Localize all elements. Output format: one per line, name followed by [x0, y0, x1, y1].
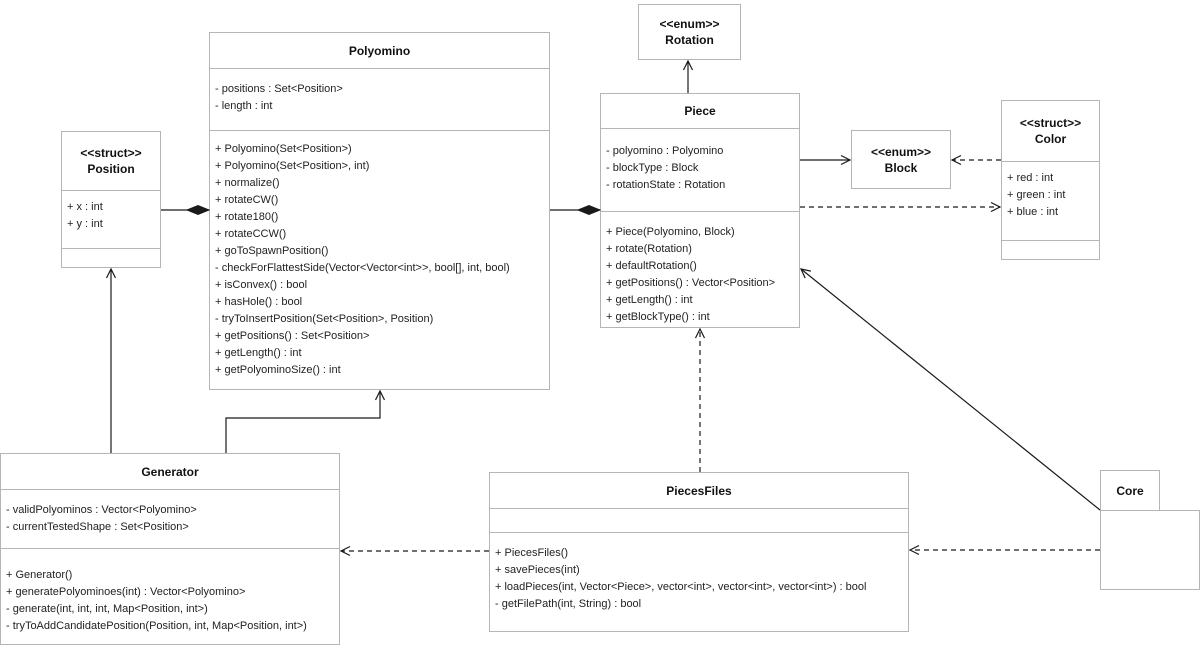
- class-name: Polyomino: [348, 43, 411, 58]
- method: + rotateCW(): [215, 194, 279, 206]
- attribute: + green : int: [1007, 189, 1066, 201]
- attribute: - validPolyominos : Vector<Polyomino>: [6, 504, 197, 516]
- class-header-generator: Generator: [1, 454, 339, 490]
- attributes-compartment: + x : int + y : int: [62, 191, 160, 249]
- edge-generator-to-polyomino: [225, 389, 386, 453]
- class-box-color[interactable]: <<struct>> Color + red : int + green : i…: [1001, 100, 1100, 260]
- methods-compartment: + Piece(Polyomino, Block) + rotate(Rotat…: [601, 212, 799, 326]
- method: + getPolyominoSize() : int: [215, 364, 341, 376]
- class-box-generator[interactable]: Generator - validPolyominos : Vector<Pol…: [0, 453, 340, 645]
- method: + rotate(Rotation): [606, 243, 692, 255]
- method: + getBlockType() : int: [606, 311, 710, 323]
- method: + Generator(): [6, 569, 73, 581]
- class-box-rotation[interactable]: <<enum>> Rotation: [638, 4, 741, 60]
- class-name: Rotation: [665, 33, 714, 47]
- class-box-piecesfiles[interactable]: PiecesFiles + PiecesFiles() + savePieces…: [489, 472, 909, 632]
- method: + getPositions() : Set<Position>: [215, 330, 370, 342]
- attribute: - rotationState : Rotation: [606, 179, 726, 191]
- package-tab-core: Core: [1100, 470, 1160, 511]
- class-name: PiecesFiles: [666, 483, 732, 498]
- methods-compartment: + Polyomino(Set<Position>) + Polyomino(S…: [210, 131, 549, 379]
- class-header-polyomino: Polyomino: [210, 33, 549, 69]
- attribute: + y : int: [67, 218, 103, 230]
- attributes-compartment: - positions : Set<Position> - length : i…: [210, 69, 549, 131]
- stereotype: <<enum>>: [870, 144, 932, 159]
- attribute: - positions : Set<Position>: [215, 83, 343, 95]
- methods-compartment: + PiecesFiles() + savePieces(int) + load…: [490, 533, 908, 613]
- class-box-position[interactable]: <<struct>> Position + x : int + y : int: [61, 131, 161, 268]
- attribute: - blockType : Block: [606, 162, 699, 174]
- attribute: - polyomino : Polyomino: [606, 145, 724, 157]
- method: + goToSpawnPosition(): [215, 245, 329, 257]
- package-body-core: [1100, 510, 1200, 590]
- class-header-piece: Piece: [601, 94, 799, 129]
- methods-compartment: + Generator() + generatePolyominoes(int)…: [1, 549, 339, 635]
- method: + getLength() : int: [215, 347, 302, 359]
- method: + isConvex() : bool: [215, 279, 308, 291]
- method: + generatePolyominoes(int) : Vector<Poly…: [6, 586, 246, 598]
- method: + savePieces(int): [495, 564, 580, 576]
- stereotype: <<enum>>: [659, 17, 720, 31]
- attributes-compartment: - polyomino : Polyomino - blockType : Bl…: [601, 129, 799, 212]
- method: + Polyomino(Set<Position>): [215, 143, 352, 155]
- class-box-piece[interactable]: Piece - polyomino : Polyomino - blockTyp…: [600, 93, 800, 328]
- method: - getFilePath(int, String) : bool: [495, 598, 642, 610]
- class-name: Color: [1034, 132, 1067, 146]
- method: + PiecesFiles(): [495, 547, 569, 559]
- attributes-compartment-empty: [490, 509, 908, 533]
- method: - tryToAddCandidatePosition(Position, in…: [6, 620, 307, 632]
- attribute: - currentTestedShape : Set<Position>: [6, 521, 189, 533]
- class-header-color: <<struct>> Color: [1002, 101, 1099, 162]
- method: + hasHole() : bool: [215, 296, 303, 308]
- method: - checkForFlattestSide(Vector<Vector<int…: [215, 262, 510, 274]
- method: + defaultRotation(): [606, 260, 697, 272]
- attribute: + red : int: [1007, 172, 1054, 184]
- attributes-compartment: + red : int + green : int + blue : int: [1002, 162, 1099, 241]
- class-header-piecesfiles: PiecesFiles: [490, 473, 908, 509]
- attribute: + x : int: [67, 201, 103, 213]
- attribute: - length : int: [215, 100, 273, 112]
- class-header-position: <<struct>> Position: [62, 132, 160, 191]
- attributes-compartment: - validPolyominos : Vector<Polyomino> - …: [1, 490, 339, 549]
- method: + loadPieces(int, Vector<Piece>, vector<…: [495, 581, 867, 593]
- class-name: Position: [87, 162, 135, 176]
- stereotype: <<struct>>: [80, 146, 142, 160]
- class-box-polyomino[interactable]: Polyomino - positions : Set<Position> - …: [209, 32, 550, 390]
- method: + normalize(): [215, 177, 280, 189]
- method: + rotateCCW(): [215, 228, 287, 240]
- method: - generate(int, int, int, Map<Position, …: [6, 603, 208, 615]
- method: - tryToInsertPosition(Set<Position>, Pos…: [215, 313, 434, 325]
- class-name: Piece: [684, 104, 716, 118]
- stereotype: <<struct>>: [1019, 116, 1082, 130]
- class-name: Generator: [141, 464, 199, 479]
- method: + rotate180(): [215, 211, 279, 223]
- class-box-block[interactable]: <<enum>> Block: [851, 130, 951, 189]
- method: + getLength() : int: [606, 294, 693, 306]
- package-name: Core: [1116, 483, 1144, 498]
- method: + Polyomino(Set<Position>, int): [215, 160, 370, 172]
- method: + getPositions() : Vector<Position>: [606, 277, 776, 289]
- method: + Piece(Polyomino, Block): [606, 226, 735, 238]
- attribute: + blue : int: [1007, 206, 1059, 218]
- class-name: Block: [884, 160, 918, 175]
